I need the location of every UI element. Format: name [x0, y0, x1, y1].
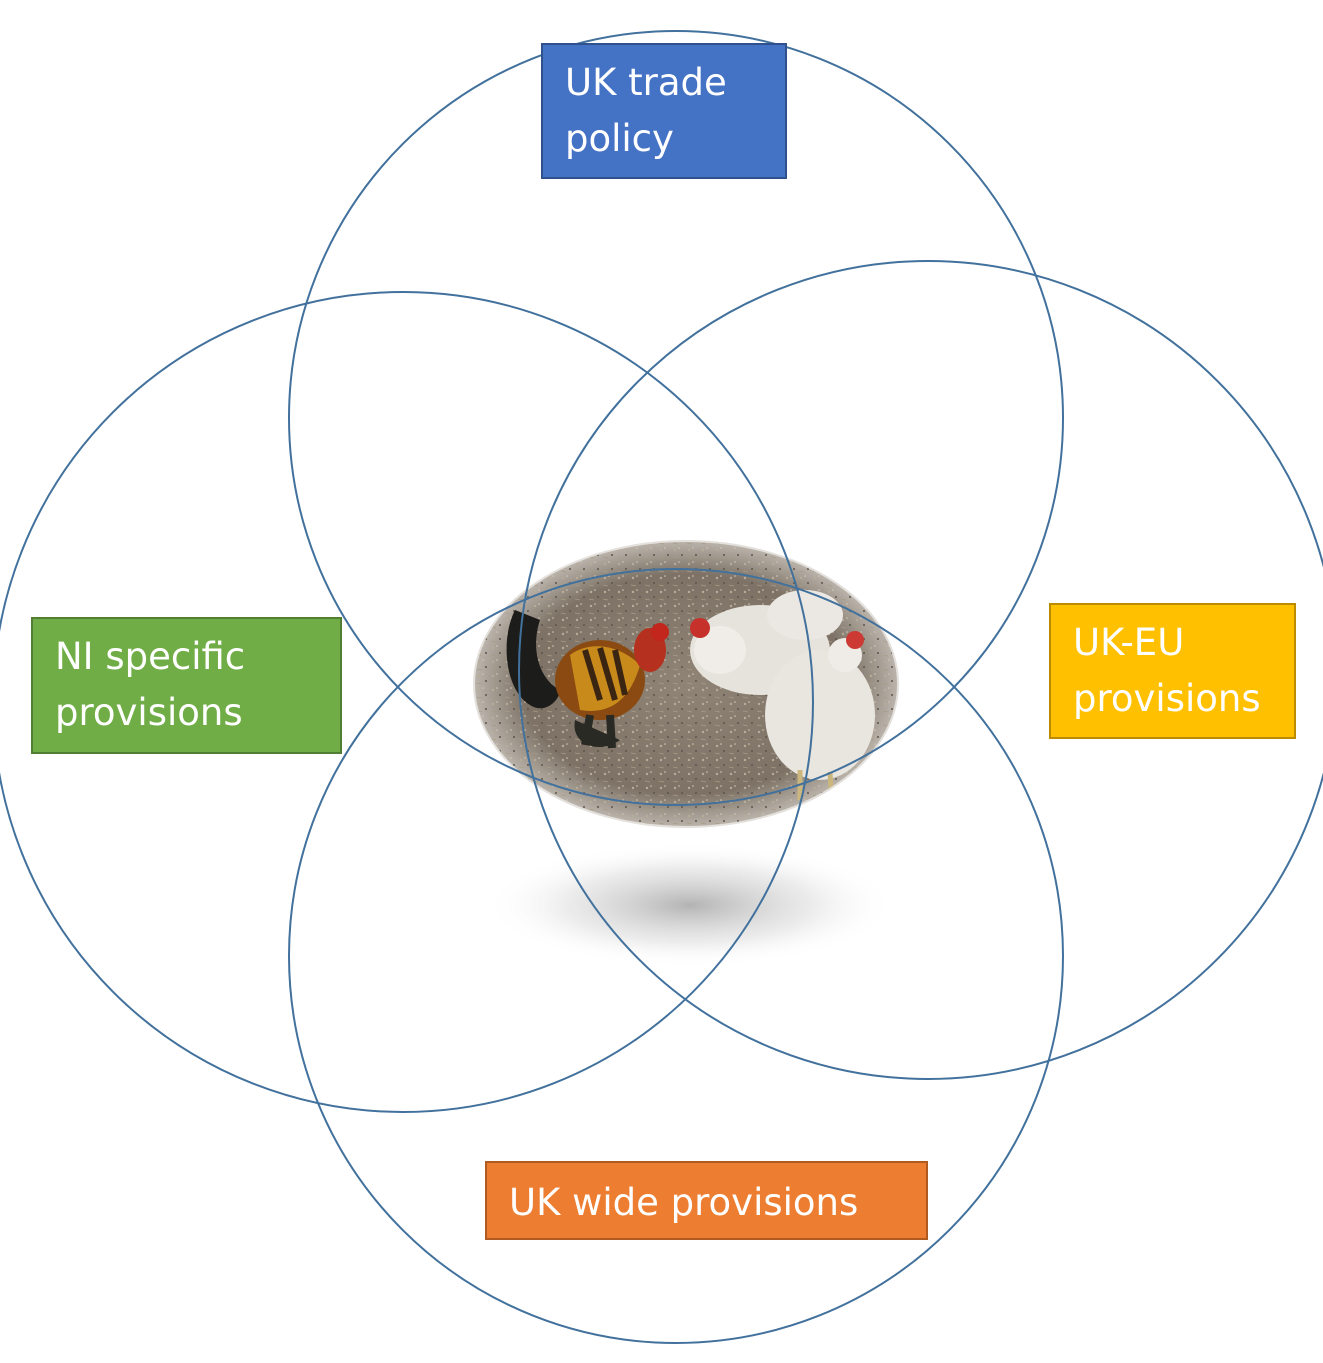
photo-shadow [485, 843, 895, 967]
chickens-photo [474, 541, 898, 827]
label-ni-specific-provisions: NI specific provisions [31, 617, 342, 754]
circle-uk-wide [288, 568, 1064, 1344]
label-line: NI specific [55, 635, 246, 678]
label-line: provisions [55, 690, 243, 734]
photo-frame [473, 540, 899, 828]
label-line: UK-EU [1073, 621, 1185, 664]
hen-icon [765, 631, 875, 806]
circle-ni-specific [0, 291, 814, 1113]
label-line: provisions [1073, 676, 1261, 720]
label-uk-eu-provisions: UK-EU provisions [1049, 603, 1296, 739]
label-uk-trade-policy: UK trade policy [541, 43, 787, 179]
label-line: policy [565, 116, 674, 160]
label-line: UK wide provisions [509, 1181, 859, 1224]
label-uk-wide-provisions: UK wide provisions [485, 1161, 928, 1240]
label-line: UK trade [565, 61, 727, 104]
circle-uk-trade-policy [288, 30, 1064, 806]
circle-uk-eu [518, 260, 1323, 1080]
